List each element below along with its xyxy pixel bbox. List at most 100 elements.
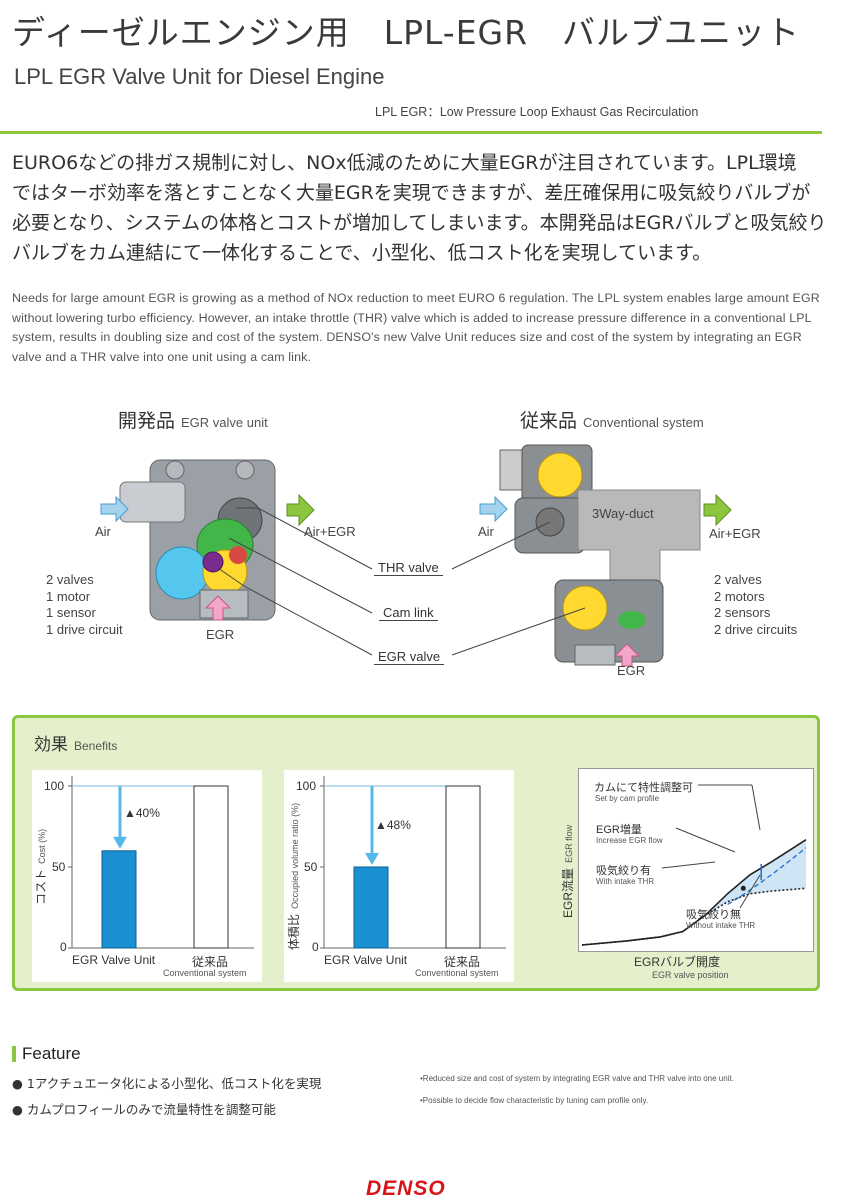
developed-title-jp: 開発品	[118, 410, 176, 432]
benefits-heading: 効果 Benefits	[34, 730, 117, 755]
page-subtitle: LPL EGR Valve Unit for Diesel Engine	[14, 64, 385, 89]
developed-unit-image	[119, 459, 276, 621]
bar	[101, 850, 137, 949]
cost-reduction-label: ▲40%	[124, 806, 160, 820]
flow-increase-area	[582, 839, 806, 945]
cost-ylabel: コスト Cost (%)	[30, 829, 49, 905]
description-jp: EURO6などの排ガス規制に対し、NOx低減のために大量EGRが注目されています…	[12, 148, 830, 268]
flow-marker	[740, 885, 746, 891]
developed-air-label: Air	[95, 524, 111, 539]
cam-profile-leader	[751, 784, 761, 831]
description-jp-line: 必要となり、システムの体格とコストが増加してしまいます。本開発品はEGRバルブと…	[12, 212, 827, 234]
without-thr-label-jp: 吸気絞り無	[686, 909, 741, 921]
header-divider	[0, 131, 822, 134]
conventional-title-en: Conventional system	[583, 415, 704, 430]
reduction-arrow-head	[365, 853, 379, 865]
conventional-air-egr-label: Air+EGR	[709, 526, 761, 541]
spec-item: 1 drive circuit	[46, 621, 123, 637]
volume-ylabel-en: Occupied volume ratio (%)	[290, 802, 300, 909]
spec-item: 2 valves	[46, 572, 94, 587]
conventional-egr-label: EGR	[617, 663, 646, 678]
cam-profile-annotation-en: Set by cam profile	[595, 794, 660, 803]
volume-ytick-50: 50	[304, 860, 318, 874]
spec-item: 1 motor	[46, 588, 91, 604]
egr-in-arrow	[204, 595, 232, 621]
cam-profile-annotation-jp: カムにて特性調整可	[594, 782, 693, 794]
with-thr-label-jp: 吸気絞り有	[596, 865, 651, 877]
volume-category-sub: Conventional system	[415, 968, 499, 978]
cost-ylabel-en: Cost (%)	[37, 828, 47, 864]
egr-valve-callout: EGR valve	[374, 649, 445, 665]
without-thr-line	[581, 887, 807, 946]
reduction-arrow-head	[113, 836, 127, 849]
cost-category-label: 従来品	[192, 955, 229, 969]
flow-ylabel-en: EGR flow	[564, 824, 574, 863]
feature-item-en: •Reduced size and cost of system by inte…	[420, 1074, 734, 1083]
volume-reduction-label: ▲48%	[375, 818, 411, 832]
three-way-duct-label: 3Way-duct	[592, 506, 654, 521]
volume-category-label: 従来品	[444, 955, 481, 969]
bar	[193, 785, 229, 949]
benefits-charts	[68, 776, 807, 949]
cam-adjust-line	[727, 847, 807, 906]
comparison-diagram	[100, 444, 732, 667]
cost-category-sub: Conventional system	[163, 968, 247, 978]
flow-ylabel: EGR流量 EGR flow	[557, 825, 576, 918]
benefits-title-en: Benefits	[74, 739, 118, 753]
volume-ytick-100: 100	[296, 779, 317, 793]
developed-heading: 開発品 EGR valve unit	[118, 406, 268, 433]
feature-accent-bar	[12, 1046, 16, 1062]
volume-ytick-0: 0	[312, 940, 319, 954]
without-thr-label-en: Without intake THR	[686, 921, 756, 930]
air-in-arrow	[479, 495, 508, 523]
increase-egr-leader	[675, 827, 736, 853]
feature-heading: Feature	[22, 1044, 81, 1063]
flow-ylabel-jp: EGR流量	[561, 867, 575, 918]
feature-item-jp: ● 1アクチュエータ化による小型化、低コスト化を実現	[12, 1076, 322, 1091]
cost-category-label: EGR Valve Unit	[72, 953, 156, 967]
benefits-title-jp: 効果	[34, 735, 68, 755]
cost-ylabel-jp: コスト	[34, 868, 48, 905]
flow-xlabel-jp: EGRバルブ開度	[634, 955, 721, 969]
increase-egr-annotation-jp: EGR増量	[596, 824, 642, 836]
spec-item: 2 valves	[714, 572, 762, 587]
volume-ylabel: 体積比 Occupied volume ratio (%)	[283, 803, 302, 950]
spec-item: 2 sensors	[714, 605, 771, 620]
callout-leader-lines	[217, 507, 586, 656]
denso-logo: DENSO	[366, 1177, 446, 1200]
bar	[445, 785, 481, 949]
conventional-air-label: Air	[478, 524, 494, 539]
conventional-heading: 従来品 Conventional system	[520, 406, 704, 433]
feature-item-en: •Possible to decide flow characteristic …	[420, 1096, 649, 1105]
thr-valve-callout: THR valve	[374, 560, 443, 576]
air-egr-out-arrow	[703, 493, 732, 527]
spec-item: 1 sensor	[46, 605, 96, 620]
description-jp-line: EURO6などの排ガス規制に対し、NOx低減のために大量EGRが注目されています…	[12, 152, 797, 174]
description-jp-line: ではターボ効率を落とすことなく大量EGRを実現できますが、差圧確保用に吸気絞りバ…	[12, 182, 811, 204]
description-jp-line: バルブをカム連結にて一体化することで、小型化、低コスト化を実現しています。	[12, 242, 712, 264]
abbreviation-definition: LPL EGR：Low Pressure Loop Exhaust Gas Re…	[375, 105, 699, 119]
with-thr-label-en: With intake THR	[596, 877, 655, 886]
spec-item: 2 drive circuits	[714, 621, 798, 637]
with-thr-leader	[661, 861, 716, 869]
cost-ytick-100: 100	[44, 779, 65, 793]
developed-specs: 2 valves 1 motor 1 sensor 1 drive circui…	[46, 572, 123, 638]
developed-air-egr-label: Air+EGR	[304, 524, 356, 539]
increase-egr-annotation-en: Increase EGR flow	[596, 836, 663, 845]
volume-ylabel-jp: 体積比	[287, 913, 301, 950]
developed-title-en: EGR valve unit	[181, 415, 268, 430]
spec-item: 2 motors	[714, 588, 765, 604]
description-en: Needs for large amount EGR is growing as…	[12, 291, 820, 364]
feature-text: 1アクチュエータ化による小型化、低コスト化を実現	[26, 1076, 322, 1091]
air-egr-out-arrow	[286, 493, 315, 527]
without-thr-leader	[739, 874, 761, 909]
egr-in-arrow	[613, 643, 641, 667]
conventional-title-jp: 従来品	[520, 410, 578, 432]
bar	[353, 866, 389, 949]
developed-egr-label: EGR	[206, 627, 235, 642]
flow-xlabel-en: EGR valve position	[652, 970, 729, 980]
cost-ytick-0: 0	[60, 940, 67, 954]
conventional-specs: 2 valves 2 motors 2 sensors 2 drive circ…	[714, 572, 797, 638]
cost-ytick-50: 50	[52, 860, 66, 874]
volume-category-label: EGR Valve Unit	[324, 953, 408, 967]
